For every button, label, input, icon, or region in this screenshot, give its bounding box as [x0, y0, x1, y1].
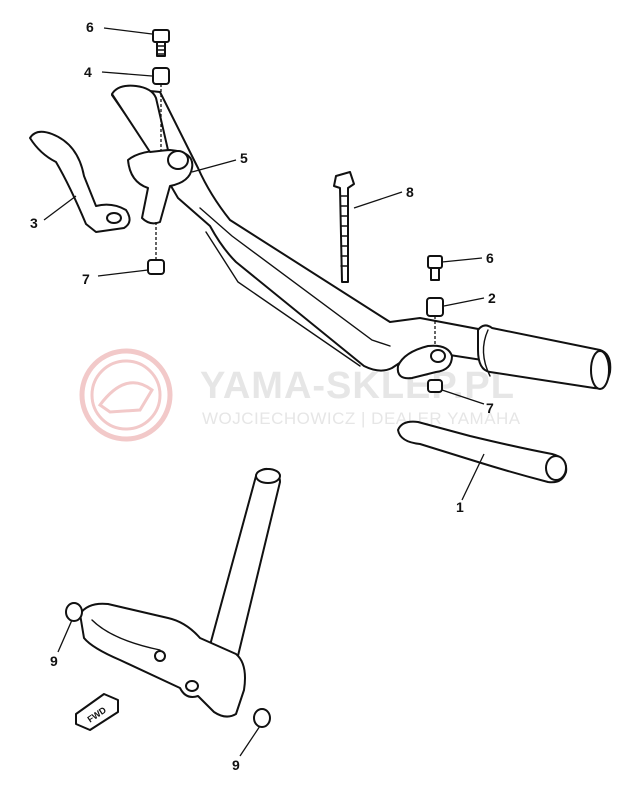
callout-9-right: 9	[232, 725, 261, 773]
fwd-direction-badge: FWD	[75, 693, 119, 731]
callout-label: 9	[50, 653, 58, 669]
right-lever	[397, 420, 568, 484]
callout-7-right: 7	[441, 389, 494, 416]
nut-part-right	[427, 379, 443, 393]
end-cap-left	[65, 602, 83, 622]
left-lever	[29, 130, 131, 233]
callout-3: 3	[30, 195, 77, 231]
callout-label: 9	[232, 757, 240, 773]
callout-6-top: 6	[86, 19, 153, 35]
callout-2: 2	[443, 290, 496, 307]
end-cap-right	[253, 708, 271, 728]
callout-label: 7	[486, 400, 494, 416]
collar-part	[152, 67, 170, 150]
callout-label: 5	[240, 150, 248, 166]
callout-8: 8	[353, 184, 414, 209]
watermark-title: YAMA-SKLEP.PL	[200, 365, 515, 407]
callout-label: 6	[486, 250, 494, 266]
callout-9-left: 9	[50, 619, 73, 669]
callout-label: 4	[84, 64, 92, 80]
right-grip	[477, 324, 612, 390]
cable-tie	[333, 171, 355, 283]
callout-1: 1	[456, 453, 485, 515]
screw-part-right	[427, 255, 443, 281]
callout-label: 6	[86, 19, 94, 35]
left-grip	[111, 84, 169, 153]
callout-4: 4	[84, 64, 153, 80]
collar-part-right	[426, 297, 444, 346]
callout-5: 5	[191, 150, 248, 173]
callout-label: 1	[456, 499, 464, 515]
watermark-subtitle: WOJCIECHOWICZ | DEALER YAMAHA	[202, 409, 521, 428]
right-lever-holder	[396, 344, 453, 380]
callout-label: 7	[82, 271, 90, 287]
callout-7-left: 7	[82, 269, 149, 287]
watermark: YAMA-SKLEP.PL WOJCIECHOWICZ | DEALER YAM…	[79, 348, 521, 442]
nut-part	[147, 222, 165, 275]
screw-part	[152, 29, 170, 57]
callout-label: 3	[30, 215, 38, 231]
steering-stem	[79, 467, 281, 718]
callout-label: 8	[406, 184, 414, 200]
callout-label: 2	[488, 290, 496, 306]
callout-6-right: 6	[441, 250, 494, 266]
watermark-logo	[79, 348, 173, 442]
